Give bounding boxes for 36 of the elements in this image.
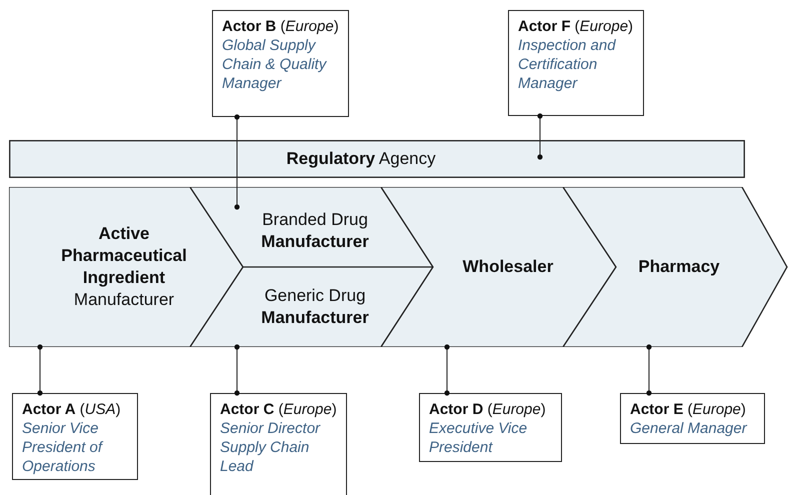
actor-box xyxy=(12,393,138,480)
agency-band xyxy=(9,140,745,178)
leader-line xyxy=(234,344,240,396)
leader-line xyxy=(234,114,240,210)
actor-name: Actor D (Europe) xyxy=(429,400,547,419)
actor-name: Actor A (USA) xyxy=(22,400,122,419)
stage-label: Active Pharmaceutical Ingredient Manufacturer xyxy=(60,223,188,311)
actor-name: Actor C (Europe) xyxy=(220,400,337,419)
process-step-shape xyxy=(190,187,433,267)
stage-label: Generic Drug Manufacturer xyxy=(260,285,370,329)
actor-name: Actor E (Europe) xyxy=(630,400,747,419)
actor-box xyxy=(210,393,347,495)
job-title: Senior Vice President of Operations xyxy=(22,419,104,476)
process-step-shape xyxy=(190,267,433,347)
stage-label: Branded Drug Manufacturer xyxy=(260,209,370,253)
job-title: Senior Director Supply Chain Lead xyxy=(220,419,322,476)
actor-box xyxy=(620,393,765,444)
leader-line xyxy=(646,344,652,396)
actor-name: Actor B (Europe) xyxy=(222,17,339,36)
agency-label: Regulatory Agency xyxy=(285,148,437,170)
stage-label: Pharmacy xyxy=(637,256,721,278)
job-title: Inspection and Certification Manager xyxy=(518,36,617,93)
stage-label: Wholesaler xyxy=(462,256,554,278)
job-title: Global Supply Chain & Quality Manager xyxy=(222,36,328,93)
actor-name: Actor F (Europe) xyxy=(518,17,634,36)
actor-box xyxy=(212,10,349,117)
leader-line xyxy=(37,344,43,396)
leader-line xyxy=(444,344,450,396)
actor-box xyxy=(419,393,562,462)
job-title: General Manager xyxy=(630,419,748,438)
actor-box xyxy=(508,10,644,116)
process-step-shape xyxy=(563,187,788,347)
process-step-shape xyxy=(9,187,243,347)
leader-line xyxy=(537,113,543,160)
process-step-shape xyxy=(381,187,616,347)
job-title: Executive Vice President xyxy=(429,419,528,457)
